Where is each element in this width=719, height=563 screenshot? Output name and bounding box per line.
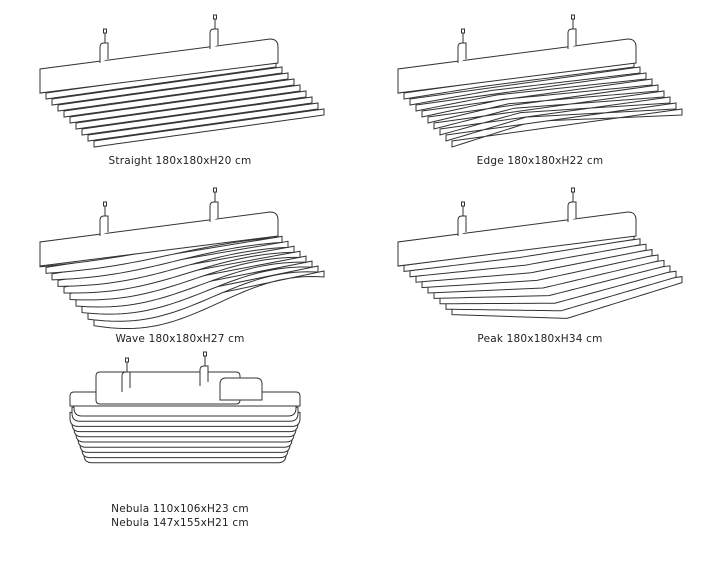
wave-baffle-diagram <box>39 187 325 330</box>
hanging-bracket-2 <box>567 28 577 49</box>
hanging-bracket-1 <box>121 371 131 392</box>
straight-layer-5 <box>69 84 301 124</box>
panel-nebula <box>60 351 320 480</box>
hanging-bracket-1 <box>457 215 467 236</box>
cable-clamp-2 <box>213 187 217 193</box>
edge-layer-6 <box>433 90 665 130</box>
straight-layer-7 <box>81 96 313 136</box>
edge-layer-8 <box>445 102 677 142</box>
hanging-bracket-1 <box>99 42 109 63</box>
nebula-side-panel <box>219 377 263 401</box>
straight-layer-2 <box>51 66 283 106</box>
panel-peak <box>388 187 688 319</box>
straight-layer-9 <box>93 108 325 148</box>
nebula-baffle-diagram <box>69 351 301 464</box>
edge-layer-4 <box>421 78 653 118</box>
straight-layer-4 <box>63 78 295 118</box>
cable-clamp-1 <box>103 201 107 207</box>
edge-layer-3 <box>415 72 647 112</box>
edge-layer-9 <box>451 108 683 148</box>
edge-layer-2 <box>409 66 641 106</box>
cable-clamp-2 <box>571 187 575 193</box>
hanging-bracket-1 <box>457 42 467 63</box>
caption-nebula-1: Nebula 110x106xH23 cm <box>111 503 249 515</box>
wave-layer-3 <box>57 240 289 287</box>
peak-baffle-diagram <box>397 187 683 319</box>
hanging-bracket-2 <box>209 28 219 49</box>
cable-clamp-2 <box>213 14 217 20</box>
hanging-bracket-2 <box>567 201 577 222</box>
cable-clamp-2 <box>203 351 207 357</box>
caption-straight: Straight 180x180xH20 cm <box>108 155 252 167</box>
straight-baffle-diagram <box>39 14 325 148</box>
straight-layer-6 <box>75 90 307 130</box>
cable-clamp-1 <box>461 201 465 207</box>
cable-clamp-2 <box>571 14 575 20</box>
hanging-bracket-2 <box>209 201 219 222</box>
hanging-bracket-1 <box>99 215 109 236</box>
cable-clamp-1 <box>461 28 465 34</box>
edge-baffle-diagram <box>397 14 683 148</box>
cable-clamp-1 <box>103 28 107 34</box>
panel-straight <box>30 14 330 148</box>
edge-layer-5 <box>427 84 659 124</box>
caption-peak: Peak 180x180xH34 cm <box>477 333 603 345</box>
edge-layer-7 <box>439 96 671 136</box>
straight-layer-3 <box>57 72 289 112</box>
wave-top-panel <box>39 211 279 267</box>
panel-wave <box>30 187 330 330</box>
edge-top-panel <box>397 38 637 94</box>
panel-edge <box>388 14 688 148</box>
wave-layer-2 <box>51 235 283 281</box>
caption-wave: Wave 180x180xH27 cm <box>115 333 245 345</box>
caption-nebula-2: Nebula 147x155xH21 cm <box>111 517 249 529</box>
straight-top-panel <box>39 38 279 94</box>
peak-layer-2 <box>409 238 641 278</box>
caption-edge: Edge 180x180xH22 cm <box>476 155 604 167</box>
nebula-top-panel <box>95 371 241 405</box>
hanging-bracket-2 <box>199 365 209 386</box>
cable-clamp-1 <box>125 357 129 363</box>
straight-layer-8 <box>87 102 319 142</box>
peak-top-panel <box>397 211 637 267</box>
